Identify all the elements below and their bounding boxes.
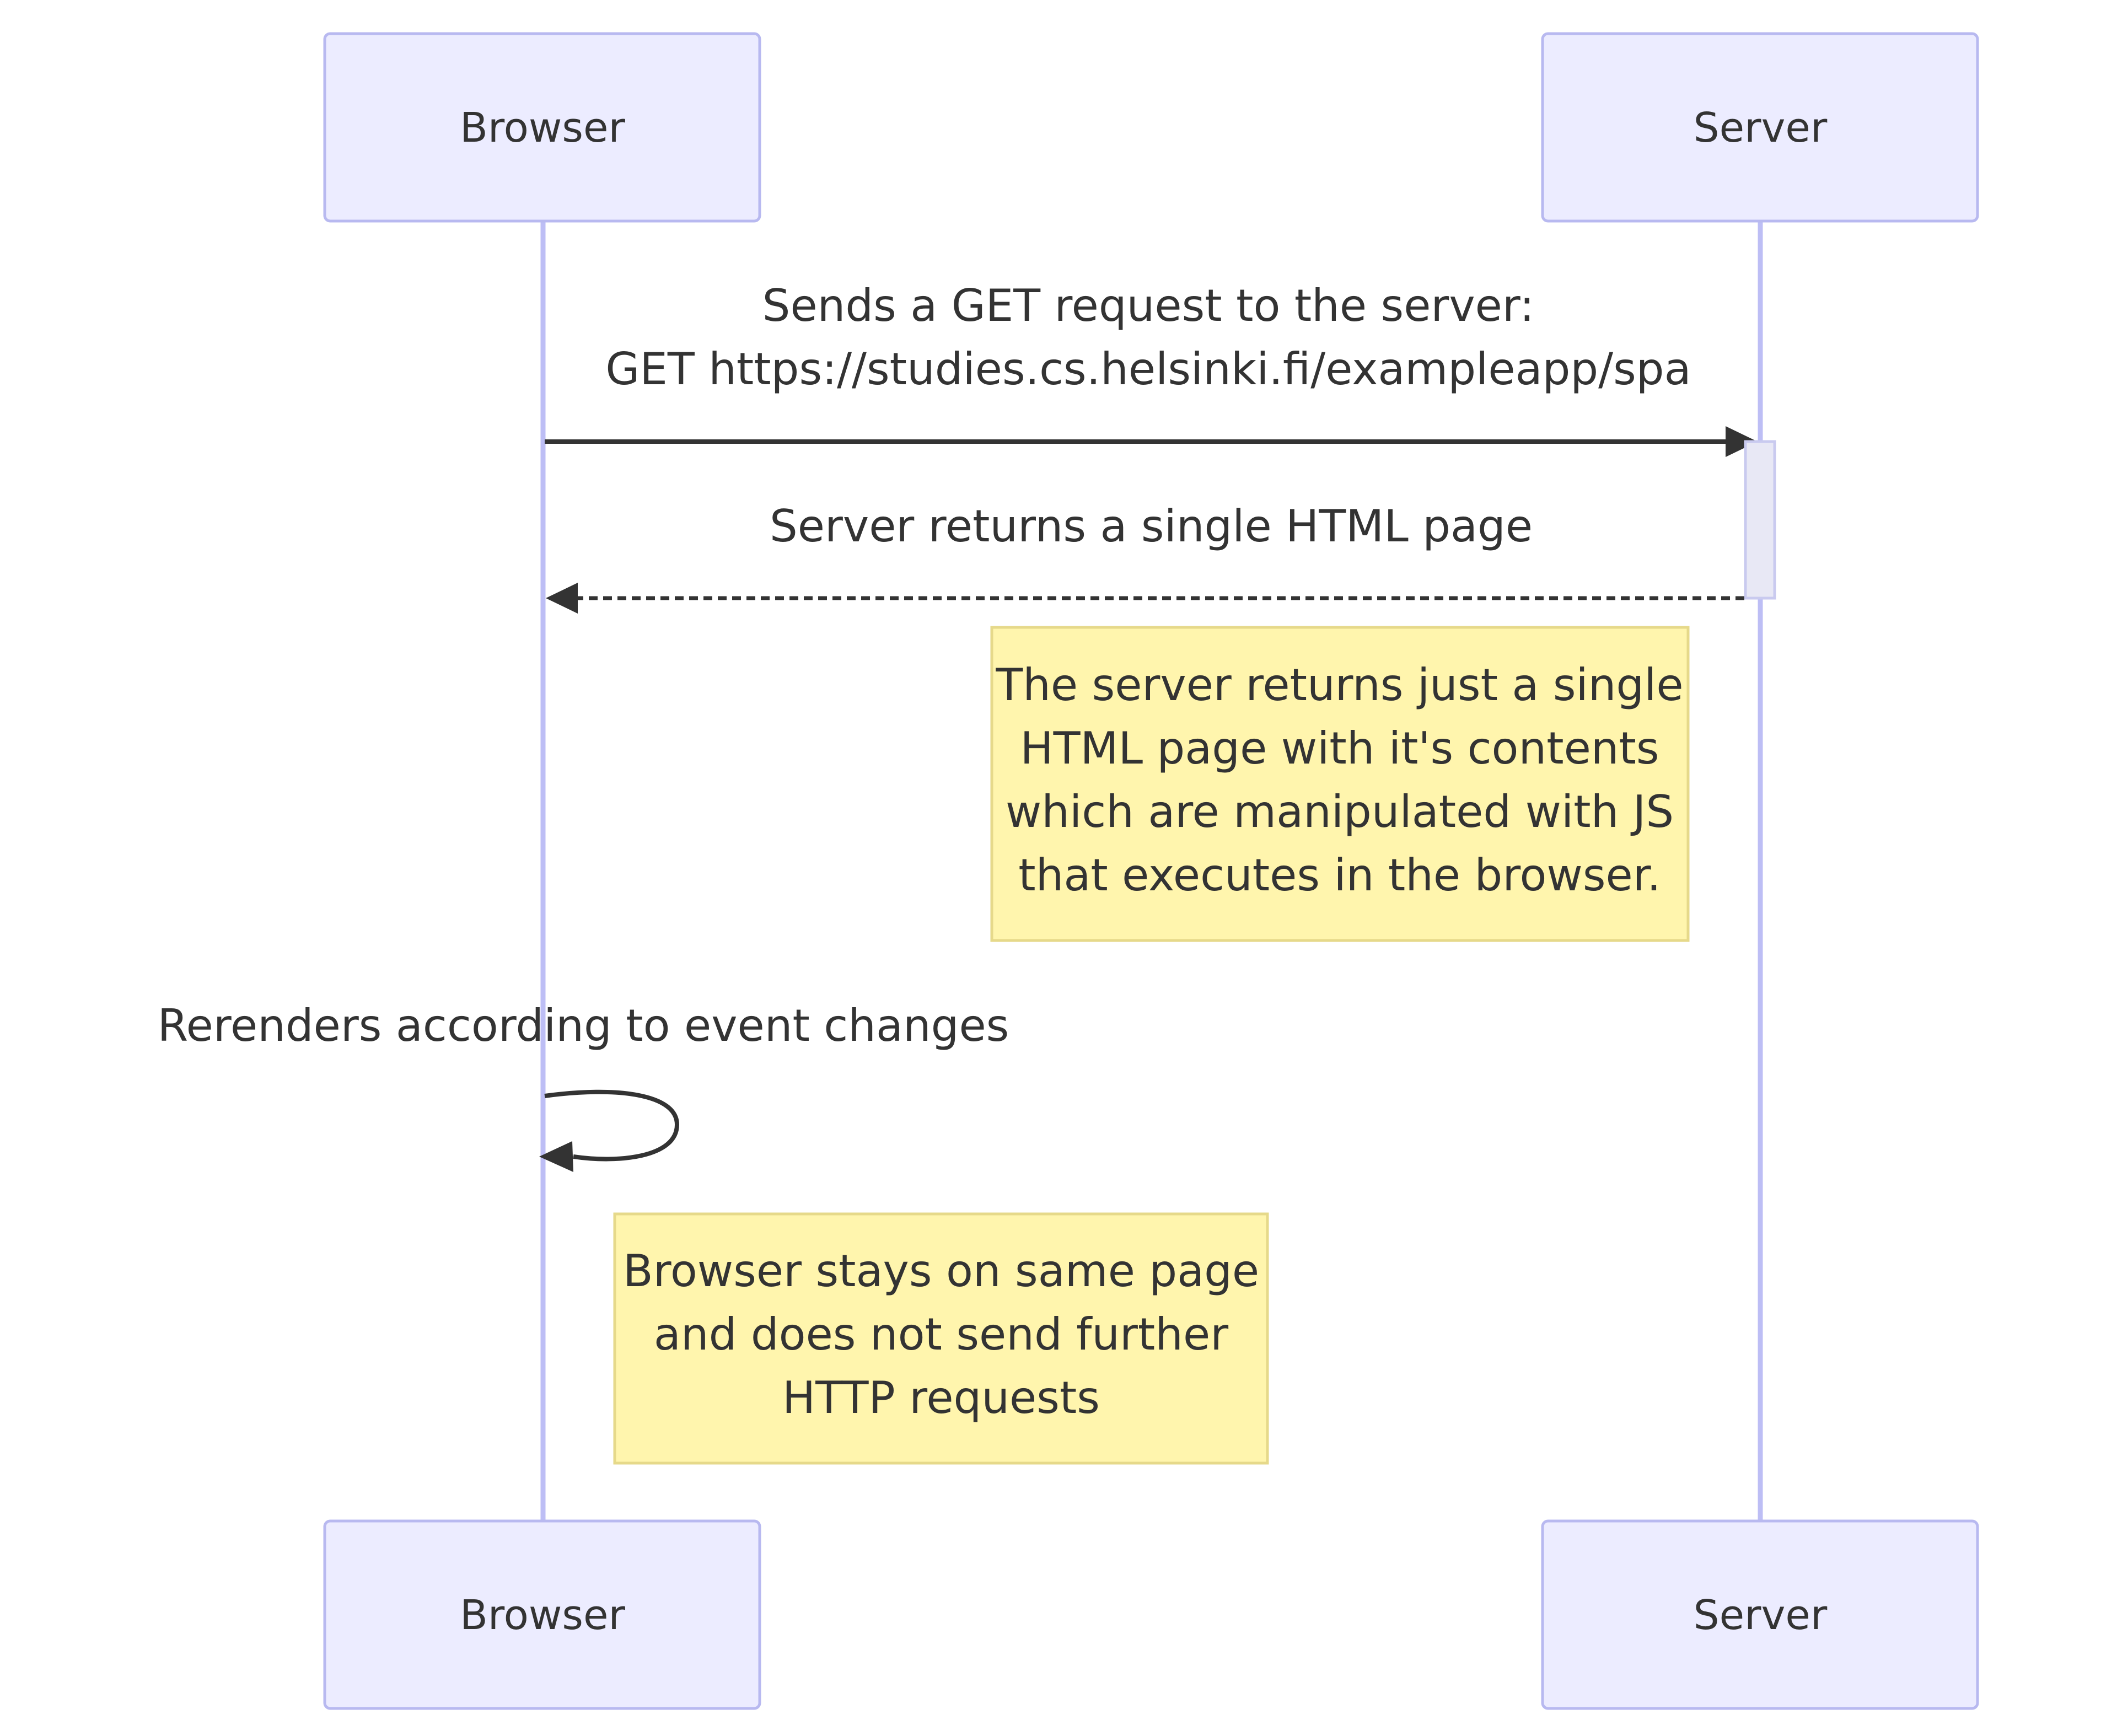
actor-label: Browser xyxy=(460,104,625,152)
actor-label: Browser xyxy=(460,1592,625,1639)
arrowhead-icon xyxy=(546,583,578,614)
actor-label: Server xyxy=(1694,1592,1828,1639)
note-line: that executes in the browser. xyxy=(1018,850,1661,901)
message-label-line: Server returns a single HTML page xyxy=(770,501,1533,552)
actor-label: Server xyxy=(1694,104,1828,152)
self-loop-arrow xyxy=(544,1089,680,1162)
message-label-line: GET https://studies.cs.helsinki.fi/examp… xyxy=(605,343,1691,395)
arrowhead-icon xyxy=(539,1141,573,1172)
activation-bar xyxy=(1744,440,1776,600)
note-line: HTTP requests xyxy=(782,1372,1100,1423)
message-label-line: Rerenders according to event changes xyxy=(158,1000,1009,1051)
actor-server-bottom: Server xyxy=(1541,1519,1979,1710)
arrowhead-icon xyxy=(1726,426,1758,457)
actor-server-top: Server xyxy=(1541,32,1979,223)
note-line: which are manipulated with JS xyxy=(1006,786,1674,837)
note-line: HTML page with it's contents xyxy=(1020,723,1659,774)
note-line: and does not send further xyxy=(654,1309,1228,1360)
note-browser-stays: Browser stays on same page and does not … xyxy=(613,1212,1269,1465)
note-server-response: The server returns just a single HTML pa… xyxy=(990,626,1690,942)
message-label-line: Sends a GET request to the server: xyxy=(762,280,1535,331)
actor-browser-top: Browser xyxy=(323,32,761,223)
note-line: The server returns just a single xyxy=(995,659,1683,711)
actor-browser-bottom: Browser xyxy=(323,1519,761,1710)
note-line: Browser stays on same page xyxy=(623,1245,1259,1297)
